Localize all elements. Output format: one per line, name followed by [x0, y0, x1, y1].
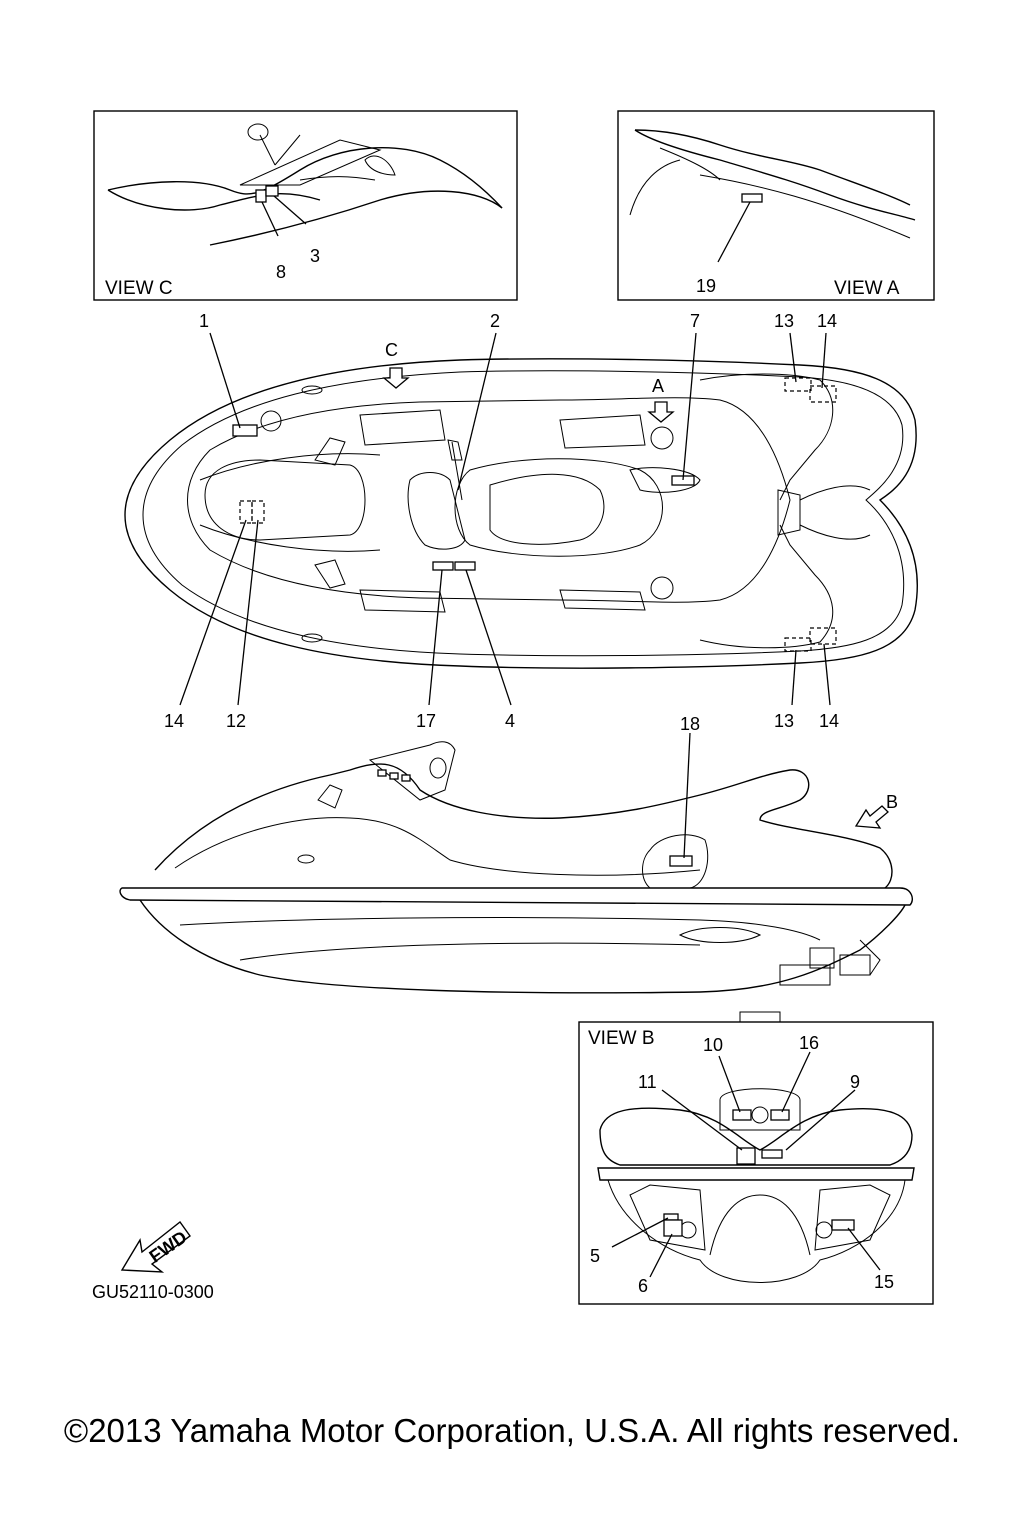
arrow-c-label: C [385, 340, 398, 360]
callout-14-bow: 14 [164, 711, 184, 731]
callout-1: 1 [199, 311, 209, 331]
fwd-arrow-icon: FWD [120, 1220, 191, 1273]
callout-16: 16 [799, 1033, 819, 1053]
callout-11: 11 [638, 1072, 657, 1092]
callout-9: 9 [850, 1072, 860, 1092]
callout-7: 7 [690, 311, 700, 331]
callout-4: 4 [505, 711, 515, 731]
view-b-title: VIEW B [588, 1028, 655, 1049]
fwd-label: FWD [146, 1227, 191, 1267]
part-code: GU52110-0300 [92, 1282, 214, 1302]
callout-3: 3 [310, 246, 320, 266]
callout-2: 2 [490, 311, 500, 331]
view-c-panel: 8 3 VIEW C [93, 110, 518, 301]
callout-8: 8 [276, 262, 286, 282]
callout-6: 6 [638, 1276, 648, 1296]
view-a-panel: 19 VIEW A [617, 110, 935, 301]
callout-13-bottom: 13 [774, 711, 794, 731]
callout-10: 10 [703, 1035, 723, 1055]
side-view-hull: 18 B [119, 714, 913, 1023]
callout-12: 12 [226, 711, 246, 731]
view-c-title: VIEW C [105, 278, 173, 299]
callout-14-top: 14 [817, 311, 837, 331]
callout-5: 5 [590, 1246, 600, 1266]
top-view-hull: 1 2 7 13 14 C A 14 12 17 4 13 14 [124, 311, 918, 731]
callout-19: 19 [696, 276, 716, 296]
arrow-a-label: A [652, 376, 664, 396]
callout-14-bottom: 14 [819, 711, 839, 731]
callout-13-top: 13 [774, 311, 794, 331]
view-a-title: VIEW A [834, 278, 900, 299]
copyright-notice: ©2013 Yamaha Motor Corporation, U.S.A. A… [63, 1412, 961, 1449]
callout-15: 15 [874, 1272, 894, 1292]
view-b-panel: VIEW B 10 16 11 9 5 6 15 [578, 1021, 934, 1305]
arrow-b-label: B [886, 792, 898, 812]
callout-18: 18 [680, 714, 700, 734]
callout-17: 17 [416, 711, 436, 731]
